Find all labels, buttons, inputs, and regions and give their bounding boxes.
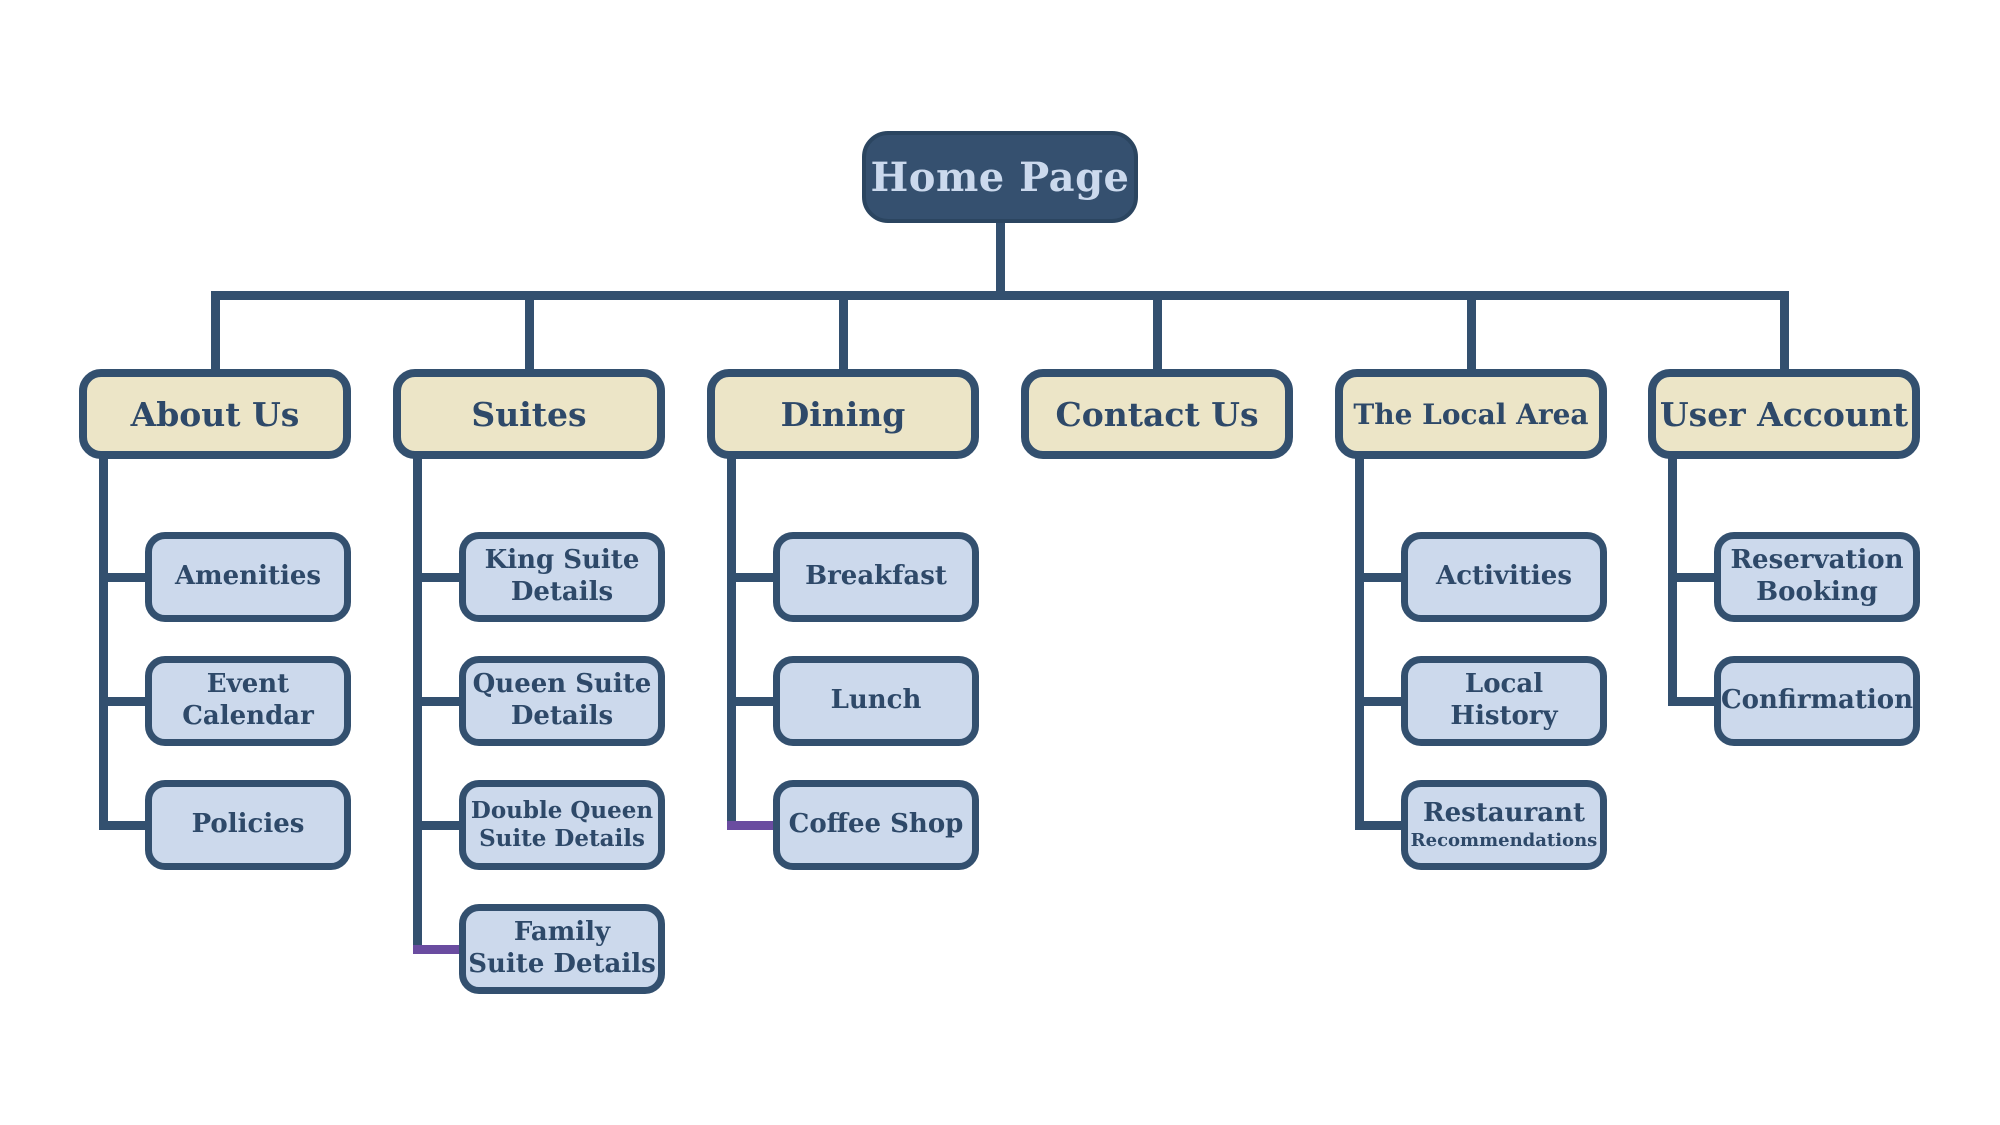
node-label-line: Booking (1756, 577, 1878, 607)
node-label-line: Queen Suite (472, 669, 652, 700)
connector-stub-restaurant (1354, 820, 1407, 830)
connector-stub-lunch (726, 696, 779, 706)
node-label-line: Local (1464, 669, 1544, 700)
connector-drop-the-local-area (1466, 295, 1476, 375)
node-label-line: Coffee Shop (788, 809, 964, 840)
connector-stub-activities (1354, 572, 1407, 582)
connector-drop-dining (838, 295, 848, 375)
node-label-line: Event (206, 669, 290, 700)
connector-stub-double-queen-suite-details (412, 820, 465, 830)
node-label-line: Restaurant (1422, 797, 1585, 828)
node-label-line: Calendar (182, 701, 314, 731)
node-lunch: Lunch (773, 656, 979, 746)
connector-trunk-about-us (98, 453, 108, 830)
connector-stub-confirmation (1667, 696, 1720, 706)
node-activities: Activities (1401, 532, 1607, 622)
connector-bus (210, 290, 1789, 300)
node-amenities: Amenities (145, 532, 351, 622)
node-coffee-shop: Coffee Shop (773, 780, 979, 870)
node-label-subline: Recommendations (1410, 829, 1598, 851)
connector-stub-event-calendar (98, 696, 151, 706)
connector-stub-reservation-booking (1667, 572, 1720, 582)
node-label: Dining (780, 394, 906, 434)
connector-stub-breakfast (726, 572, 779, 582)
node-label-line: Details (510, 701, 614, 731)
node-label-line: Activities (1436, 561, 1572, 592)
node-label-line: Confirmation (1720, 685, 1914, 716)
connector-stub-policies (98, 820, 151, 830)
node-label-line: Breakfast (805, 561, 947, 592)
connector-trunk-the-local-area (1354, 453, 1364, 830)
node-confirmation: Confirmation (1714, 656, 1920, 746)
connector-stub-king-suite-details (412, 572, 465, 582)
node-label-line: Reservation (1730, 545, 1904, 576)
connector-stub-coffee-shop (726, 820, 779, 830)
node-label: Contact Us (1055, 394, 1259, 434)
node-about-us: About Us (79, 369, 351, 459)
connector-stub-queen-suite-details (412, 696, 465, 706)
connector-drop-user-account (1779, 295, 1789, 375)
node-label: Suites (471, 394, 587, 434)
node-policies: Policies (145, 780, 351, 870)
node-label-line: Details (510, 577, 614, 607)
node-label-line: Double Queen (470, 796, 654, 824)
connector-drop-about-us (210, 295, 220, 375)
node-label-line: Lunch (830, 685, 922, 716)
node-label-line: Amenities (174, 561, 322, 592)
connector-trunk-dining (726, 453, 736, 830)
node-label-line: Policies (191, 809, 305, 840)
connector-drop-suites (524, 295, 534, 375)
node-label-line: Suite Details (468, 949, 656, 979)
connector-stub-local-history (1354, 696, 1407, 706)
connector-stub-family-suite-details (412, 944, 465, 954)
node-the-local-area: The Local Area (1335, 369, 1607, 459)
node-breakfast: Breakfast (773, 532, 979, 622)
node-label: The Local Area (1353, 397, 1589, 431)
node-label: About Us (130, 394, 300, 434)
node-home-page: Home Page (862, 131, 1138, 223)
connector-home-drop (995, 217, 1005, 300)
node-label: Home Page (870, 153, 1130, 201)
node-label: User Account (1659, 394, 1909, 434)
node-label-line: Family (513, 917, 611, 948)
node-label-line: Suite Details (479, 825, 645, 852)
connector-drop-contact-us (1152, 295, 1162, 375)
node-contact-us: Contact Us (1021, 369, 1293, 459)
node-label-line: King Suite (484, 545, 640, 576)
node-label-line: History (1450, 701, 1558, 731)
node-user-account: User Account (1648, 369, 1920, 459)
node-dining: Dining (707, 369, 979, 459)
connector-stub-amenities (98, 572, 151, 582)
node-suites: Suites (393, 369, 665, 459)
